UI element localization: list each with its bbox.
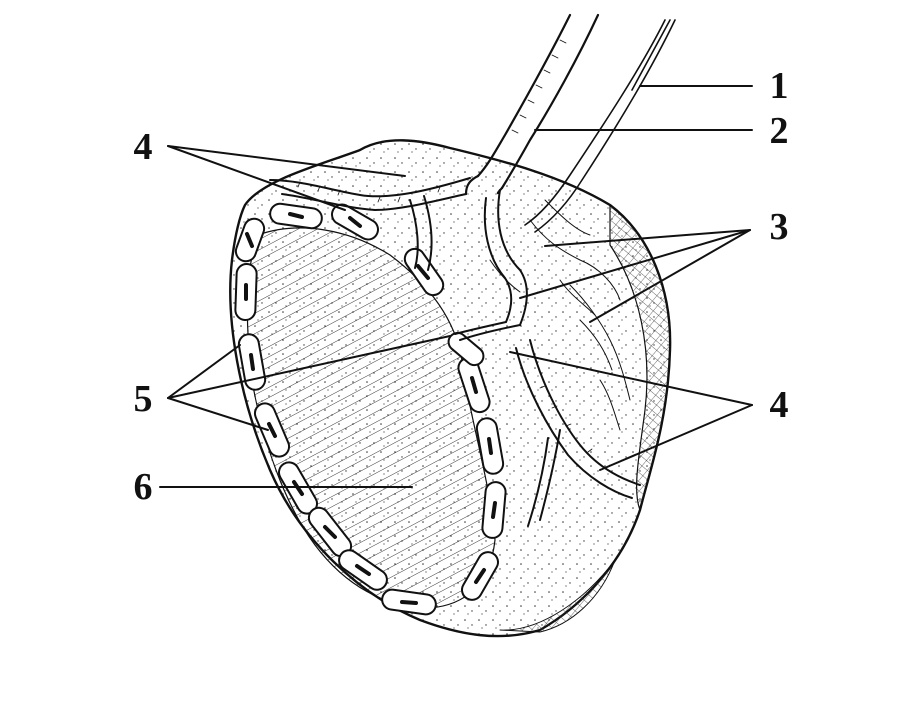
label-3: 3 [769, 206, 789, 248]
fine-surface-fibers [489, 199, 631, 431]
label-1: 1 [769, 65, 789, 107]
label-4-left: 4 [133, 126, 153, 168]
label-5: 5 [133, 378, 153, 420]
label-2: 2 [769, 110, 789, 152]
label-6: 6 [133, 466, 153, 508]
surface-capillaries [269, 177, 641, 527]
vessel-stalk [464, 13, 600, 196]
thin-fiber [524, 19, 676, 233]
leader-lines [159, 85, 753, 488]
label-4-right: 4 [769, 384, 789, 426]
flattened-cell-ring [234, 202, 507, 616]
